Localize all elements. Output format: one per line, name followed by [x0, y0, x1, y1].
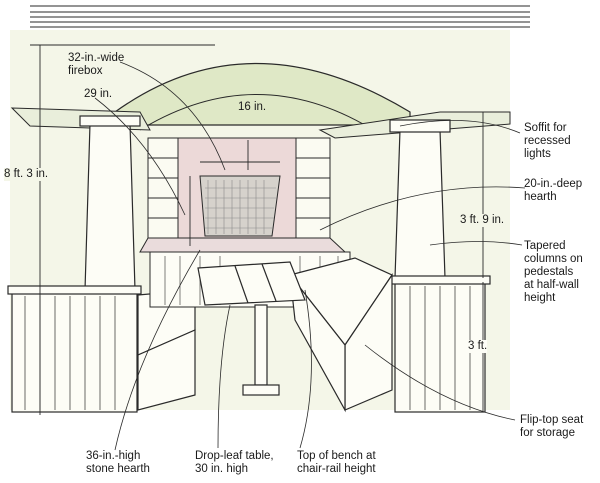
pedestal-height-dimension: 3 ft. [468, 340, 488, 353]
right-bench [288, 257, 393, 413]
bench-label: Top of bench at chair-rail height [297, 450, 376, 475]
seat-label: Flip-top seat for storage [520, 414, 584, 439]
right-bookshelf [295, 137, 331, 239]
left-bench [137, 289, 196, 411]
crown-molding [30, 5, 530, 28]
left-pedestal [7, 285, 142, 413]
mantel-gap-label: 16 in. [238, 101, 267, 113]
firebox [199, 175, 281, 237]
overall-height-dimension: 8 ft. 3 in. [4, 168, 49, 181]
hearth-ledge [139, 237, 347, 253]
drop-leaf-table [197, 261, 306, 396]
soffit-label: Soffit for recessed lights [524, 122, 571, 160]
dimension-lines [30, 44, 484, 415]
inner-arch [139, 94, 371, 131]
table-label: Drop-leaf table, 30 in. high [195, 450, 274, 475]
firebox-width-label: 32-in.-wide firebox [68, 52, 125, 77]
column-height-dimension: 3 ft. 9 in. [460, 214, 505, 227]
right-column [389, 119, 451, 279]
left-column [79, 115, 141, 291]
stone-hearth-label: 36-in.-high stone hearth [86, 450, 150, 475]
left-bookshelf [147, 137, 179, 239]
columns-label: Tapered columns on pedestals at half-wal… [524, 240, 583, 304]
hearth-depth-label: 20-in.-deep hearth [524, 178, 583, 203]
leader-lines [94, 61, 526, 451]
firebox-inset-label: 29 in. [84, 88, 113, 100]
